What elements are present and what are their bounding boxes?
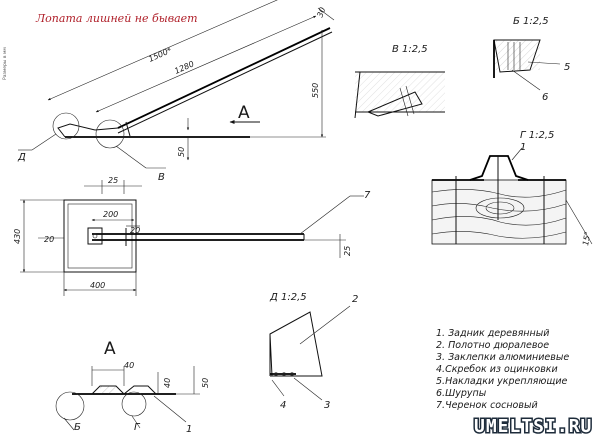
detail-circle-v xyxy=(95,119,125,149)
view-v-label: В 1:2,5 xyxy=(392,44,428,55)
view-arrow-a: А xyxy=(238,103,250,123)
drawing-title: Лопата лишней не бывает xyxy=(35,12,198,25)
view-b-detail: Б 1:2,5 5 6 xyxy=(493,16,570,103)
dim-25-top: 25 xyxy=(108,176,118,185)
front-dim-40b: 40 xyxy=(163,378,172,388)
view-d-detail: Д 1:2,5 2 3 4 xyxy=(269,292,358,411)
legend-item-4: 4.Скребок из оцинковки xyxy=(436,364,558,375)
view-g-callout-1: 1 xyxy=(520,142,526,153)
side-note: Размеры в мм xyxy=(2,47,8,80)
dim-1500: 1500* xyxy=(147,46,173,64)
label-v: В xyxy=(158,172,165,183)
callout-7: 7 xyxy=(364,190,371,201)
legend-item-2: 2. Полотно дюралевое xyxy=(436,340,549,351)
view-g-angle: 15° xyxy=(581,231,592,247)
label-d: Д xyxy=(17,152,26,163)
view-v-detail: В 1:2,5 xyxy=(354,44,445,119)
dim-400: 400 xyxy=(90,281,105,290)
dim-20-left: 20 xyxy=(44,235,54,244)
dim-20-right: 20 xyxy=(130,226,140,235)
view-b-callout-5: 5 xyxy=(564,62,570,73)
watermark-text: UMELTSI.RU xyxy=(474,416,592,437)
top-view: 25 200 20 430 20 400 25 7 xyxy=(13,176,371,296)
legend-item-3: 3. Заклепки алюминиевые xyxy=(436,352,569,363)
view-b-callout-6: 6 xyxy=(542,92,548,103)
legend-item-5: 5.Накладки укрепляющие xyxy=(436,376,568,387)
side-view: 1500* 1280 30 550 50 А Д В xyxy=(17,0,335,183)
front-view-a-label: А xyxy=(104,339,116,359)
view-d-label: Д 1:2,5 xyxy=(269,292,307,303)
view-g-label: Г 1:2,5 xyxy=(520,130,554,141)
legend-item-1: 1. Задник деревянный xyxy=(436,328,549,339)
detail-circle-d xyxy=(52,112,80,140)
front-label-b: Б xyxy=(74,422,81,433)
watermark-logo: UMELTSI.RU xyxy=(473,415,593,439)
parts-legend: 1. Задник деревянный 2. Полотно дюралево… xyxy=(436,328,569,411)
front-view-a: А 40 40 50 Б Г 1 xyxy=(55,339,210,435)
view-d-callout-4: 4 xyxy=(280,400,286,411)
front-label-g: Г xyxy=(134,422,141,433)
view-b-label: Б 1:2,5 xyxy=(513,16,549,27)
view-d-callout-2: 2 xyxy=(352,294,358,305)
legend-item-7: 7.Черенок сосновый xyxy=(436,400,538,411)
front-callout-1: 1 xyxy=(186,424,192,435)
view-d-callout-3: 3 xyxy=(324,400,330,411)
front-dim-40a: 40 xyxy=(124,361,134,370)
dim-30: 30 xyxy=(315,6,327,19)
dim-200: 200 xyxy=(103,210,118,219)
front-dim-50: 50 xyxy=(201,378,210,388)
view-g-detail: Г 1:2,5 1 15° xyxy=(431,130,592,247)
dim-430: 430 xyxy=(13,229,22,244)
dim-550: 550 xyxy=(311,83,320,98)
dim-50-side: 50 xyxy=(177,147,186,157)
legend-item-6: 6.Шурупы xyxy=(436,388,487,399)
dim-25-right: 25 xyxy=(343,246,352,256)
